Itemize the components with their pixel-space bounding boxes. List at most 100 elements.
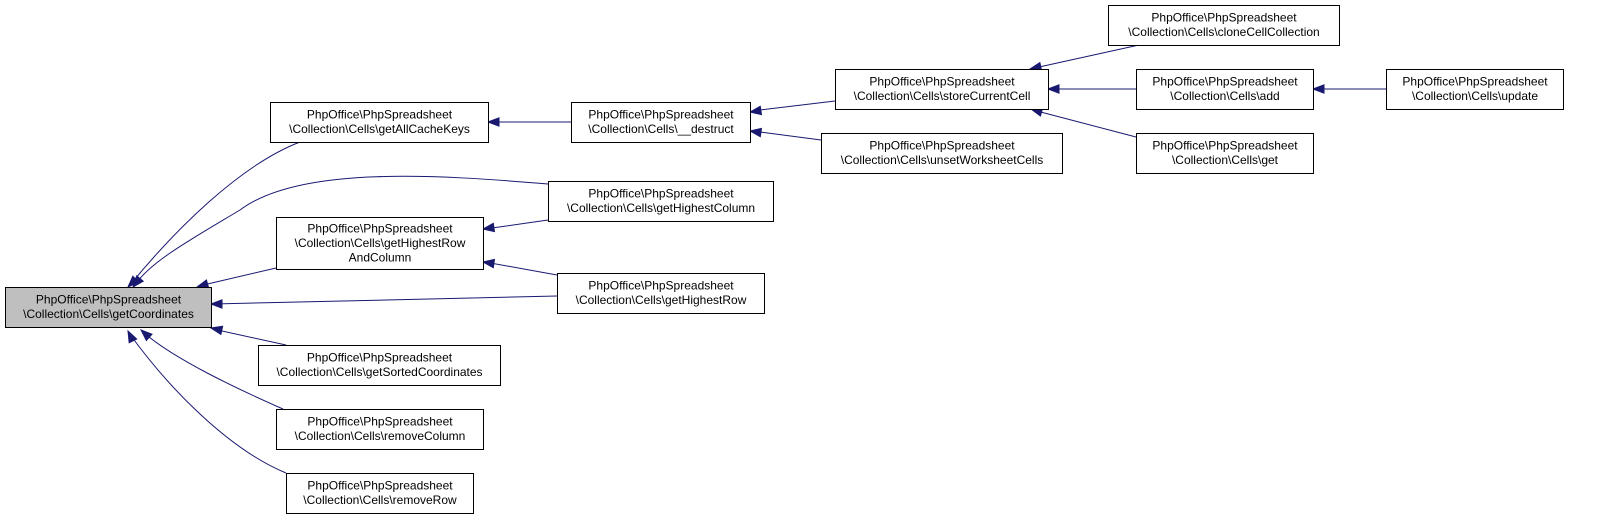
node-label-line: \Collection\Cells\getHighestRow [576, 293, 747, 307]
node-box [286, 473, 474, 514]
node-getAllCacheKeys[interactable]: PhpOffice\PhpSpreadsheet\Collection\Cell… [270, 102, 489, 143]
node-label-line: \Collection\Cells\getHighestColumn [567, 201, 755, 215]
node-layer: PhpOffice\PhpSpreadsheet\Collection\Cell… [5, 5, 1564, 514]
arrowhead-icon [127, 329, 138, 344]
edge-line [129, 141, 301, 286]
edge-getHighestColumn-to-getCoordinates [132, 175, 549, 289]
node-label-line: PhpOffice\PhpSpreadsheet [1152, 139, 1298, 153]
edge-line [751, 100, 836, 112]
node-box [835, 69, 1049, 110]
node-unsetWorksheetCells[interactable]: PhpOffice\PhpSpreadsheet\Collection\Cell… [821, 133, 1063, 174]
node-box [1108, 5, 1340, 46]
node-getHighestRowAndColumn[interactable]: PhpOffice\PhpSpreadsheet\Collection\Cell… [276, 217, 484, 270]
node-getCoordinates[interactable]: PhpOffice\PhpSpreadsheet\Collection\Cell… [5, 287, 212, 328]
node-box [1136, 133, 1314, 174]
node-cloneCellCollection[interactable]: PhpOffice\PhpSpreadsheet\Collection\Cell… [1108, 5, 1340, 46]
edge-line [1032, 109, 1137, 138]
node-getHighestRow[interactable]: PhpOffice\PhpSpreadsheet\Collection\Cell… [557, 273, 765, 314]
node-label-line: PhpOffice\PhpSpreadsheet [1402, 75, 1548, 89]
node-label-line: AndColumn [349, 250, 412, 264]
arrowhead-icon [209, 299, 223, 309]
node-destruct[interactable]: PhpOffice\PhpSpreadsheet\Collection\Cell… [571, 102, 751, 143]
edge-line [198, 267, 277, 287]
arrowhead-icon [1311, 84, 1325, 94]
node-label-line: \Collection\Cells\getCoordinates [23, 307, 194, 321]
node-label-line: \Collection\Cells\__destruct [588, 122, 734, 136]
node-label-line: PhpOffice\PhpSpreadsheet [1152, 75, 1298, 89]
node-box [270, 102, 489, 143]
node-label-line: \Collection\Cells\storeCurrentCell [854, 89, 1031, 103]
arrowhead-icon [139, 329, 153, 342]
edge-removeColumn-to-getCoordinates [139, 329, 284, 410]
edge-line [212, 295, 558, 305]
arrowhead-icon [1046, 84, 1060, 94]
arrowhead-icon [481, 258, 496, 269]
arrowhead-icon [132, 274, 145, 289]
node-label-line: \Collection\Cells\cloneCellCollection [1128, 25, 1319, 39]
node-label-line: PhpOffice\PhpSpreadsheet [869, 75, 1015, 89]
node-label-line: PhpOffice\PhpSpreadsheet [307, 351, 453, 365]
edge-getSortedCoordinates-to-getCoordinates [209, 325, 287, 346]
node-label-line: \Collection\Cells\getSortedCoordinates [276, 365, 482, 379]
edge-removeRow-to-getCoordinates [127, 329, 287, 474]
node-label-line: \Collection\Cells\get [1172, 153, 1279, 167]
edge-getHighestRow-to-getHighestRowAndColumn [481, 258, 558, 276]
arrowhead-icon [748, 105, 763, 116]
node-label-line: PhpOffice\PhpSpreadsheet [588, 187, 734, 201]
edge-destruct-to-getAllCacheKeys [486, 117, 571, 127]
edge-getHighestRow-to-getCoordinates [209, 295, 558, 309]
node-label-line: \Collection\Cells\getAllCacheKeys [289, 122, 470, 136]
node-label-line: \Collection\Cells\add [1170, 89, 1279, 103]
node-box [276, 409, 484, 450]
node-label-line: \Collection\Cells\update [1412, 89, 1538, 103]
node-label-line: \Collection\Cells\removeRow [303, 493, 457, 507]
edge-cloneCellCollection-to-storeCurrentCell [1028, 44, 1140, 72]
edge-line [128, 332, 287, 474]
edge-unsetWorksheetCells-to-destruct [748, 127, 822, 141]
node-box [1136, 69, 1314, 110]
node-update[interactable]: PhpOffice\PhpSpreadsheet\Collection\Cell… [1386, 69, 1564, 110]
node-label-line: PhpOffice\PhpSpreadsheet [1151, 11, 1297, 25]
edge-get-to-storeCurrentCell [1029, 107, 1137, 138]
edge-line [212, 328, 287, 346]
edge-storeCurrentCell-to-destruct [748, 100, 836, 116]
edge-update-to-add [1311, 84, 1386, 94]
edge-line [1029, 44, 1140, 70]
edge-line [134, 175, 549, 286]
arrowhead-icon [481, 222, 496, 233]
node-label-line: \Collection\Cells\unsetWorksheetCells [841, 153, 1044, 167]
arrowhead-icon [195, 279, 210, 289]
node-box [571, 102, 751, 143]
node-storeCurrentCell[interactable]: PhpOffice\PhpSpreadsheet\Collection\Cell… [835, 69, 1049, 110]
node-getSortedCoordinates[interactable]: PhpOffice\PhpSpreadsheet\Collection\Cell… [258, 345, 501, 386]
node-getHighestColumn[interactable]: PhpOffice\PhpSpreadsheet\Collection\Cell… [548, 181, 774, 222]
node-box [1386, 69, 1564, 110]
edge-line [484, 261, 558, 276]
node-label-line: \Collection\Cells\removeColumn [295, 429, 466, 443]
node-removeRow[interactable]: PhpOffice\PhpSpreadsheet\Collection\Cell… [286, 473, 474, 514]
node-box [821, 133, 1063, 174]
node-box [5, 287, 212, 328]
node-get[interactable]: PhpOffice\PhpSpreadsheet\Collection\Cell… [1136, 133, 1314, 174]
arrowhead-icon [209, 325, 224, 336]
node-label-line: PhpOffice\PhpSpreadsheet [307, 221, 453, 235]
edge-line [484, 219, 549, 230]
node-label-line: PhpOffice\PhpSpreadsheet [307, 479, 453, 493]
node-box [557, 273, 765, 314]
edge-getHighestColumn-to-getHighestRowAndColumn [481, 219, 549, 233]
node-label-line: PhpOffice\PhpSpreadsheet [307, 415, 453, 429]
edge-line [751, 130, 822, 141]
edge-line [142, 331, 284, 410]
node-label-line: PhpOffice\PhpSpreadsheet [307, 108, 453, 122]
node-box [276, 217, 484, 270]
node-label-line: \Collection\Cells\getHighestRow [295, 236, 466, 250]
node-removeColumn[interactable]: PhpOffice\PhpSpreadsheet\Collection\Cell… [276, 409, 484, 450]
arrowhead-icon [486, 117, 500, 127]
edge-getHighestRowAndColumn-to-getCoordinates [195, 267, 277, 289]
node-box [258, 345, 501, 386]
node-label-line: PhpOffice\PhpSpreadsheet [869, 139, 1015, 153]
node-label-line: PhpOffice\PhpSpreadsheet [588, 279, 734, 293]
node-label-line: PhpOffice\PhpSpreadsheet [36, 293, 182, 307]
node-add[interactable]: PhpOffice\PhpSpreadsheet\Collection\Cell… [1136, 69, 1314, 110]
